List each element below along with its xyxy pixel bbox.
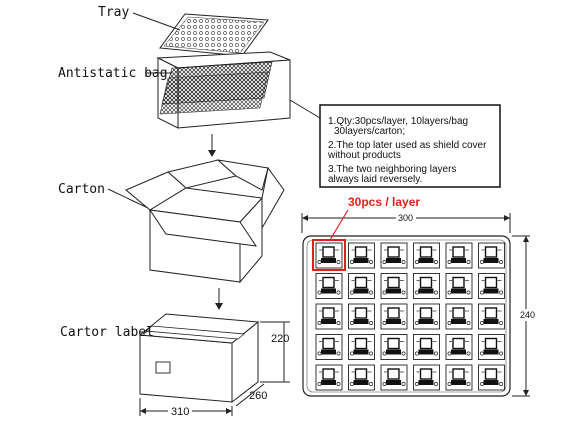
tray-pocket [478, 242, 505, 269]
tray-pocket [380, 242, 408, 269]
carton-height-dim: 220 [271, 333, 289, 345]
note-2: 2.The top later used as shield cover [328, 140, 487, 151]
tray-pocket [348, 273, 375, 299]
carton-width-dim: 260 [249, 390, 267, 402]
carton-label-sticker [155, 361, 171, 374]
tray-pocket [478, 273, 505, 299]
note-2b: without products [327, 150, 401, 161]
tray-pocket [413, 273, 440, 299]
carton-length-dim: 310 [171, 406, 189, 418]
tray-height-dim: 240 [520, 310, 535, 320]
tray-pocket [348, 303, 375, 330]
tray-pocket [348, 364, 375, 391]
tray-dim-arrow-right [504, 215, 510, 221]
dim-l-arrow-right [226, 408, 232, 414]
carton-label: Carton [58, 182, 105, 197]
highlight-pocket [312, 239, 346, 271]
dim-l-label-bg [168, 405, 192, 417]
open-carton-drawing [125, 159, 285, 284]
tray-pocket [445, 303, 473, 330]
notes-leader [289, 99, 321, 119]
note-3b: always laid reversely. [328, 174, 422, 185]
tray-pockets [315, 242, 505, 391]
tray-pocket [348, 334, 375, 360]
tray-pocket [380, 303, 408, 330]
tray-drawing [159, 13, 269, 57]
tray-leader [132, 12, 181, 31]
tray-pocket [315, 242, 343, 269]
tray-pocket [445, 242, 473, 269]
tray-pocket [380, 273, 408, 299]
callout-text: 30pcs / layer [348, 195, 420, 209]
tray-pocket [315, 334, 343, 360]
dim-l-arrow-left [140, 408, 146, 414]
tray-pocket [413, 303, 440, 330]
tray-pocket [315, 303, 343, 330]
note-3: 3.The two neighboring layers [328, 164, 456, 175]
tray-pocket [380, 364, 408, 391]
arrow-head [208, 150, 216, 157]
tray-inner-outline [306, 239, 507, 393]
antistatic-bag-label: Antistatic bag [58, 66, 168, 81]
tray-pocket [478, 334, 505, 360]
tray-width-dim: 300 [398, 213, 413, 223]
tray-pocket [445, 334, 473, 360]
sealed-carton-drawing [138, 313, 260, 404]
note-1b: 30layers/carton; [334, 126, 405, 137]
tray-pocket [315, 273, 343, 299]
tray-pocket [413, 334, 440, 360]
note-1: 1.Qty:30pcs/layer, 10layers/bag [328, 116, 468, 127]
tray-pocket [380, 334, 408, 360]
carton-label-caption: Cartor label [60, 325, 154, 340]
tray-dim-arrow-bottom [523, 390, 529, 396]
tray-pocket [445, 273, 473, 299]
arrow-head-2 [215, 303, 223, 310]
carton-label-leader [142, 329, 151, 335]
tray-pocket [413, 364, 440, 391]
tray-dim-arrow-left [302, 215, 308, 221]
tray-pocket [315, 364, 343, 391]
tray-pocket [348, 242, 375, 269]
tray-dim-height-bg [519, 309, 536, 321]
notes-box [319, 104, 501, 188]
antistatic-bag-drawing [156, 51, 291, 129]
carton-leader [107, 188, 149, 209]
tray-label: Tray [98, 5, 129, 20]
dim-w-line [235, 383, 265, 407]
tray-pocket [478, 303, 505, 330]
tray-dim-label-bg [396, 212, 416, 223]
tray-pocket [478, 364, 505, 391]
tray-pocket [413, 242, 440, 269]
tray-dim-arrow-top [523, 236, 529, 242]
callout-leader [329, 209, 349, 241]
tray-pocket [445, 364, 473, 391]
